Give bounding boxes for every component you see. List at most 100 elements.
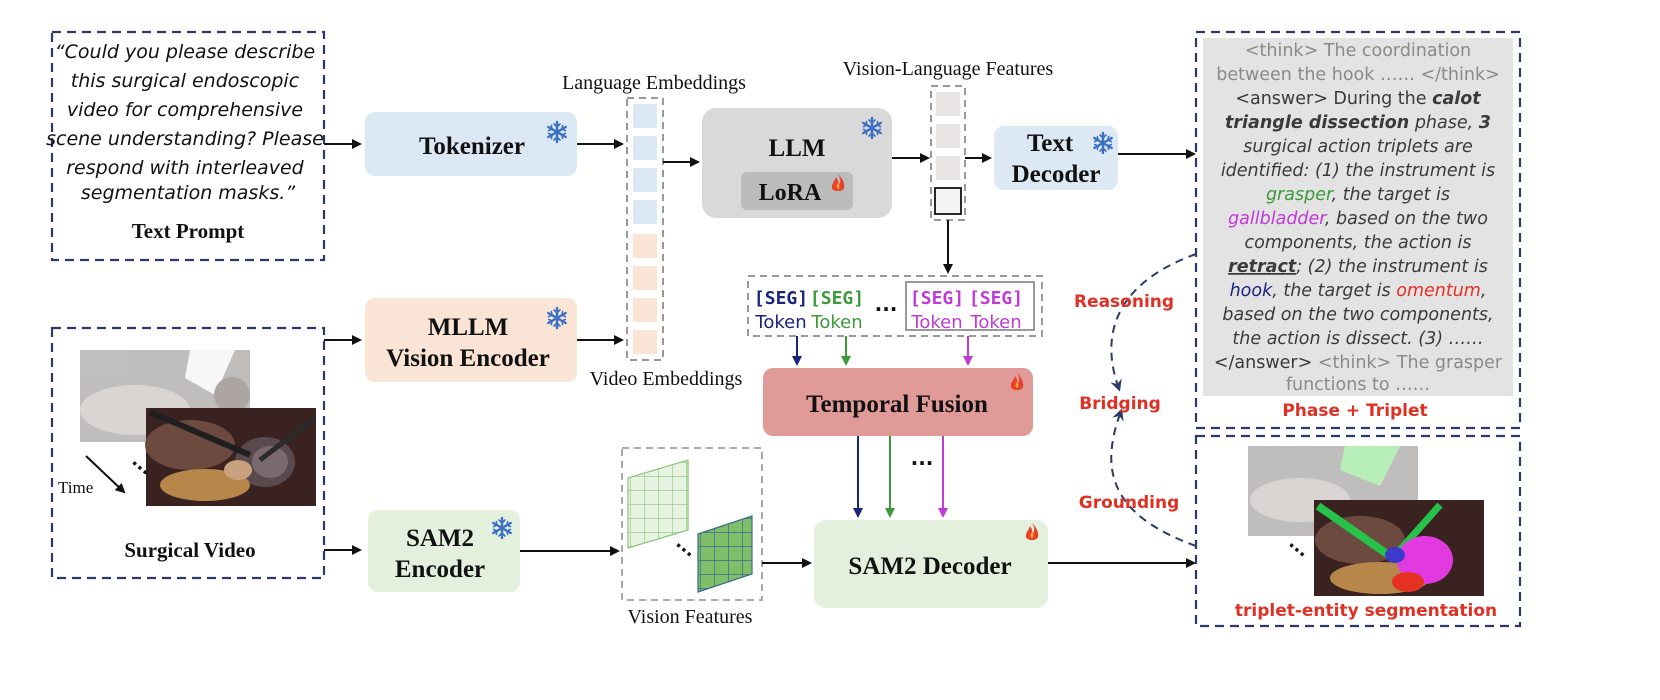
svg-text:</answer> <think> The grasper: </answer> <think> The grasper (1214, 353, 1503, 373)
output-line-4a: triangle dissection (1225, 113, 1409, 133)
seg-token-2-bottom: Token (810, 312, 862, 333)
svg-text:hook, the target is omentum,: hook, the target is omentum, (1230, 281, 1487, 301)
output-gallbladder: gallbladder (1228, 209, 1328, 229)
language-embeddings-label: Language Embeddings (562, 72, 746, 94)
output-line-3a: <answer> During the (1235, 89, 1432, 109)
svg-text:“Could you please describe: “Could you please describe this surgical… (46, 41, 330, 204)
segmentation-frame-front (1314, 500, 1484, 596)
seg-token-4-top: [SEG] (969, 288, 1023, 309)
output-line-13: the action is dissect. (3) …… (1232, 329, 1483, 349)
prompt-line-3: video for comprehensive (67, 99, 303, 121)
output-line-4b: phase, (1409, 113, 1479, 133)
video-embeddings-label: Video Embeddings (590, 368, 743, 390)
output-hook: hook (1230, 281, 1274, 301)
language-token (633, 168, 657, 192)
feature-map-1 (627, 459, 689, 549)
language-token (633, 104, 657, 128)
embedding-column: Language Embeddings Video Embeddings (562, 72, 746, 390)
bridging-label: Bridging (1079, 394, 1161, 414)
output-line-3b: calot (1432, 89, 1481, 109)
bridge-group: Reasoning Bridging Grounding (1074, 253, 1197, 547)
feature-map-2 (697, 515, 753, 593)
video-token (633, 266, 657, 290)
vision-language-features-label: Vision-Language Features (843, 58, 1054, 80)
seg-token-ellipsis: ··· (875, 297, 898, 321)
output-line-12: based on the two components, (1222, 305, 1493, 325)
output-text-panel: <think> The coordination between the hoo… (1194, 30, 1522, 430)
sam2enc-label-2: Encoder (395, 556, 485, 583)
reasoning-dashed-arrow (1110, 253, 1197, 392)
reasoning-label: Reasoning (1074, 292, 1174, 312)
llm-module: LLM LoRA (702, 108, 892, 218)
surgical-video-panel: ··· Time Surgical Video (50, 326, 326, 580)
output-omentum: omentum (1396, 281, 1481, 301)
video-frame-front (145, 408, 317, 506)
svg-text:grasper, the target is: grasper, the target is (1266, 185, 1450, 205)
output-line-6: identified: (1) the instrument is (1221, 161, 1495, 181)
vision-features-label: Vision Features (628, 606, 753, 628)
output-line-5: surgical action triplets are (1243, 137, 1472, 157)
prompt-line-6: segmentation masks.” (81, 182, 295, 204)
sam2-decoder-label: SAM2 Decoder (848, 553, 1011, 580)
text-prompt-panel: “Could you please describe this surgical… (46, 30, 330, 262)
prompt-line-5: respond with interleaved (66, 157, 304, 179)
prompt-line-1: “Could you please describe (55, 41, 315, 63)
features-ellipsis: ··· (669, 536, 698, 565)
lora-adapter (741, 172, 853, 210)
sam2-encoder-module: SAM2 Encoder (368, 510, 520, 592)
output-line-14b: <think> (1318, 353, 1391, 373)
time-label: Time (58, 478, 93, 497)
vision-features-group: ··· Vision Features (621, 447, 763, 628)
text-decoder-module: Text Decoder (994, 126, 1118, 190)
tokenizer-module: Tokenizer (365, 112, 577, 176)
svg-text:gallbladder, based on the two: gallbladder, based on the two (1228, 209, 1488, 229)
text-decoder-label-1: Text (1027, 130, 1074, 157)
seg-tokens-group: [SEG] [SEG] [SEG] [SEG] Token Token Toke… (747, 275, 1043, 337)
tokenizer-label: Tokenizer (419, 133, 525, 160)
output-line-14c: The grasper (1391, 353, 1503, 373)
temporal-fusion-module: Temporal Fusion (763, 368, 1033, 436)
temporal-fusion-label: Temporal Fusion (806, 391, 988, 418)
mllm-vision-encoder-module: MLLM Vision Encoder (365, 298, 577, 382)
sam2enc-label-1: SAM2 (406, 525, 474, 552)
prompt-line-2: this surgical endoscopic (71, 70, 300, 92)
svg-text:triangle dissection phase, 3: triangle dissection phase, 3 (1225, 113, 1491, 133)
seg-token-3-bottom: Token (910, 312, 962, 333)
lora-label: LoRA (759, 180, 822, 206)
phase-triplet-caption: Phase + Triplet (1282, 401, 1427, 421)
mllm-label-2: Vision Encoder (386, 345, 550, 372)
seg-token-1-top: [SEG] (754, 288, 808, 309)
sam2-decoder-module: SAM2 Decoder (814, 520, 1048, 608)
seg-token-2-top: [SEG] (810, 288, 864, 309)
segmentation-caption: triplet-entity segmentation (1235, 601, 1497, 621)
mllm-label-1: MLLM (428, 314, 509, 341)
output-line-9: components, the action is (1245, 233, 1472, 253)
output-line-8b: , based on the two (1325, 209, 1488, 229)
output-line-11b: , the target is (1272, 281, 1396, 301)
language-token (633, 136, 657, 160)
feature-token (936, 124, 960, 148)
language-token (633, 200, 657, 224)
prompt-line-4: scene understanding? Please (46, 128, 324, 150)
seg-token-1-bottom: Token (754, 312, 806, 333)
output-line-15: functions to …… (1286, 375, 1430, 395)
output-retract: retract (1228, 257, 1297, 277)
time-arrow (85, 455, 126, 494)
vision-language-features-column: Vision-Language Features (843, 58, 1054, 221)
output-line-10b: ; (2) the instrument is (1296, 257, 1488, 277)
output-grasper: grasper (1266, 185, 1335, 205)
video-token (633, 298, 657, 322)
seg-token-3-top: [SEG] (910, 288, 964, 309)
svg-text:<answer> During the calot: <answer> During the calot (1235, 89, 1481, 109)
surgical-video-caption: Surgical Video (124, 538, 255, 562)
fusion-ellipsis: ··· (911, 451, 934, 475)
feature-token (936, 156, 960, 180)
svg-text:retract; (2) the instrument is: retract; (2) the instrument is (1228, 257, 1488, 277)
output-line-4c: 3 (1479, 113, 1491, 133)
video-token (633, 234, 657, 258)
output-line-2: between the hook …… </think> (1216, 65, 1500, 85)
output-line-7b: , the target is (1332, 185, 1450, 205)
output-line-11d: , (1481, 281, 1487, 301)
